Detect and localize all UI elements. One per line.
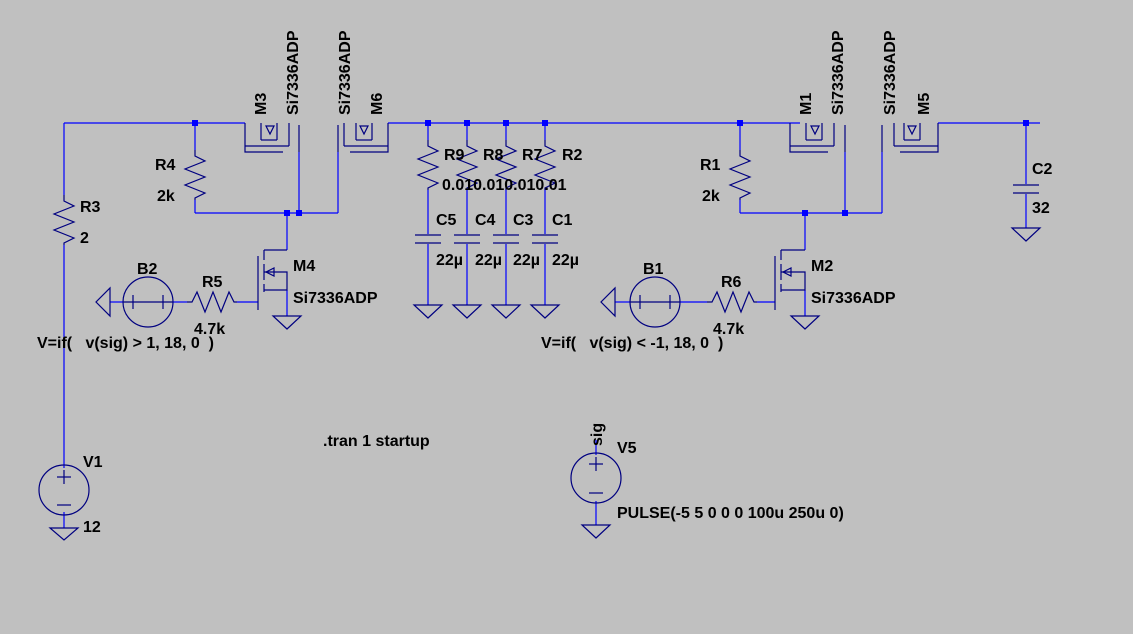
c1-name: C1 [552,212,573,229]
resistor-r8 [455,140,479,190]
m6-model: Si7336ADP [337,30,354,115]
voltage-source-v1 [38,464,90,516]
b2-expression: V=if( v(sig) > 1, 18, 0 ) [37,335,214,352]
ground-symbols [48,227,1042,541]
r9-name: R9 [444,147,465,164]
r6-value: 4.7k [713,321,744,338]
b2-name: B2 [137,261,158,278]
resistor-r7 [494,140,518,190]
resistor-r2 [533,140,557,190]
v5-net-label: sig [589,423,606,446]
mosfet-m5 [881,123,939,153]
c2-name: C2 [1032,161,1053,178]
mosfet-m6 [337,123,389,153]
c2-value: 32 [1032,200,1050,217]
m2-name: M2 [811,258,833,275]
capacitor-c5 [415,234,441,244]
r4-value: 2k [157,188,175,205]
resistor-r3 [52,195,76,245]
r1-name: R1 [700,157,721,174]
mosfet-m1 [789,123,846,153]
junctions [192,120,1029,216]
m3-name: M3 [253,93,270,115]
c4-value: 22µ [475,252,502,269]
b1-expression: V=if( v(sig) < -1, 18, 0 ) [541,335,723,352]
voltage-source-v5 [570,452,622,504]
r-bank-values: 0.010.010.010.01 [442,177,567,194]
c3-value: 22µ [513,252,540,269]
v5-value: PULSE(-5 5 0 0 0 100u 250u 0) [617,505,844,522]
tran-directive: .tran 1 startup [323,433,430,450]
m4-name: M4 [293,258,315,275]
mosfet-m3 [244,123,300,153]
m2-model: Si7336ADP [811,290,896,307]
resistor-r5 [187,290,237,314]
m1-model: Si7336ADP [830,30,847,115]
m6-name: M6 [369,93,386,115]
c3-name: C3 [513,212,534,229]
v5-name: V5 [617,440,637,457]
r3-name: R3 [80,199,101,216]
capacitor-c3 [493,234,519,244]
resistor-r9 [416,140,440,190]
bsource-b1 [629,276,681,328]
v1-name: V1 [83,454,103,471]
resistor-r1 [728,150,752,200]
bsource-b2 [122,276,174,328]
c5-value: 22µ [436,252,463,269]
b1-name: B1 [643,261,664,278]
r2-name: R2 [562,147,583,164]
c4-name: C4 [475,212,496,229]
r3-value: 2 [80,230,89,247]
capacitor-c4 [454,234,480,244]
resistor-r6 [707,290,757,314]
capacitor-c2 [1013,184,1039,194]
m4-model: Si7336ADP [293,290,378,307]
r8-name: R8 [483,147,504,164]
m3-model: Si7336ADP [285,30,302,115]
mosfet-m4 [257,249,288,310]
c5-name: C5 [436,212,457,229]
r7-name: R7 [522,147,543,164]
r5-name: R5 [202,274,223,291]
v1-value: 12 [83,519,101,536]
m5-name: M5 [916,93,933,115]
mosfet-m2 [774,249,806,310]
m1-name: M1 [798,93,815,115]
m5-model: Si7336ADP [882,30,899,115]
r5-value: 4.7k [194,321,225,338]
capacitor-c1 [532,234,558,244]
r6-name: R6 [721,274,742,291]
r4-name: R4 [155,157,176,174]
resistor-r4 [183,150,207,200]
c1-value: 22µ [552,252,579,269]
r1-value: 2k [702,188,720,205]
